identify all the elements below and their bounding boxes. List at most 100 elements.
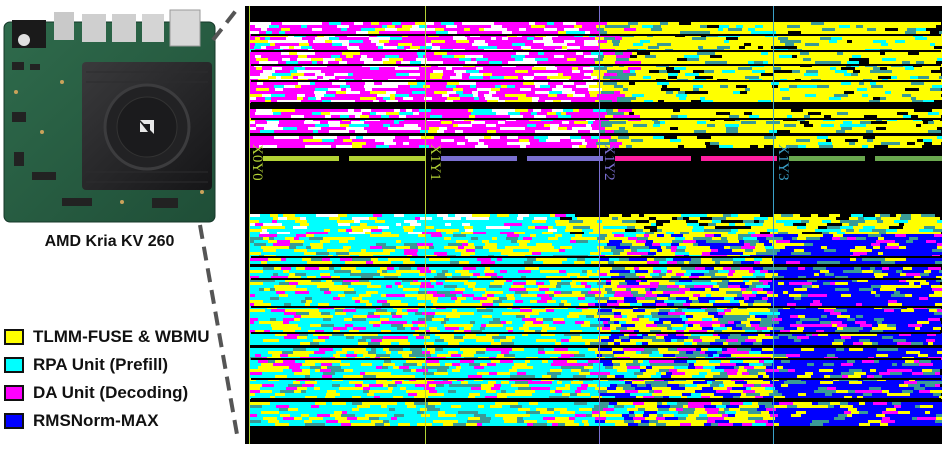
placement-cell (557, 67, 566, 70)
placement-cell (897, 82, 904, 85)
placement-cell (640, 112, 651, 115)
placement-cell (586, 145, 597, 148)
placement-cell (294, 223, 300, 226)
placement-cell (754, 73, 761, 76)
placement-cell (539, 46, 553, 49)
placement-cell (920, 136, 928, 139)
placement-cell (299, 261, 307, 264)
placement-cell (502, 220, 509, 223)
placement-cell (603, 226, 616, 229)
placement-cell (743, 220, 754, 223)
placement-cell (371, 76, 379, 79)
placement-cell (508, 229, 520, 232)
placement-cell (751, 37, 758, 40)
placement-cell (435, 240, 448, 243)
placement-cell (741, 246, 755, 249)
placement-cell (826, 73, 835, 76)
placement-cell (859, 61, 869, 64)
placement-cell (639, 267, 653, 270)
placement-cell (309, 223, 323, 226)
placement-cell (725, 139, 732, 142)
placement-cell (771, 223, 784, 226)
placement-cell (314, 91, 326, 94)
placement-cell (269, 88, 275, 91)
placement-cell (596, 214, 609, 217)
placement-cell (797, 229, 806, 232)
placement-cell (710, 55, 722, 58)
placement-cell (925, 97, 938, 100)
placement-cell (674, 67, 686, 70)
placement-cell (782, 258, 796, 261)
placement-cell (693, 88, 699, 91)
placement-cell (738, 214, 746, 217)
placement-cell (809, 261, 817, 264)
placement-cell (370, 112, 376, 115)
placement-cell (274, 267, 281, 270)
placement-cell (274, 130, 286, 133)
placement-cell (464, 226, 473, 229)
placement-cell (459, 58, 471, 61)
placement-cell (722, 70, 735, 73)
placement-cell (355, 237, 364, 240)
placement-cell (705, 282, 717, 285)
placement-cell (592, 270, 597, 273)
placement-cell (562, 46, 567, 49)
placement-cell (360, 97, 368, 100)
placement-cell (502, 61, 508, 64)
placement-cell (249, 136, 254, 139)
placement-cell (256, 52, 270, 55)
placement-cell (910, 76, 918, 79)
placement-cell (646, 240, 653, 243)
placement-cell (776, 97, 782, 100)
placement-cell (738, 127, 743, 130)
placement-cell (550, 121, 562, 124)
placement-cell (935, 214, 942, 217)
placement-cell (259, 31, 266, 34)
placement-cell (628, 22, 638, 25)
placement-cell (446, 232, 453, 235)
placement-cell (926, 28, 940, 31)
placement-cell (807, 288, 814, 291)
placement-cell (506, 237, 518, 240)
placement-cell (596, 25, 605, 28)
placement-cell (908, 243, 921, 246)
placement-cell (523, 82, 534, 85)
placement-cell (501, 43, 512, 46)
placement-cell (920, 37, 927, 40)
placement-cell (739, 46, 745, 49)
placement-cell (501, 85, 507, 88)
placement-cell (724, 246, 730, 249)
placement-cell (932, 73, 941, 76)
placement-cell (721, 220, 732, 223)
placement-cell (789, 127, 800, 130)
placement-cell (773, 297, 780, 300)
placement-cell (409, 55, 418, 58)
placement-cell (427, 214, 437, 217)
placement-cell (926, 223, 939, 226)
placement-cell (256, 67, 262, 70)
placement-cell (867, 76, 878, 79)
placement-cell (555, 214, 566, 217)
placement-cell (368, 31, 379, 34)
placement-cell (836, 130, 845, 133)
placement-cell (324, 300, 338, 303)
placement-cell (490, 82, 495, 85)
placement-cell (487, 297, 499, 300)
placement-cell (650, 273, 659, 276)
placement-cell (770, 285, 780, 288)
placement-cell (561, 100, 571, 103)
placement-cell (899, 88, 905, 91)
placement-cell (692, 229, 704, 232)
placement-cell (762, 297, 768, 300)
placement-cell (823, 58, 834, 61)
placement-cell (488, 43, 501, 46)
placement-cell (930, 43, 935, 46)
placement-cell (753, 267, 763, 270)
placement-cell (850, 25, 856, 28)
placement-cell (661, 127, 670, 130)
placement-cell (635, 88, 648, 91)
placement-cell (269, 291, 276, 294)
placement-cell (397, 28, 410, 31)
placement-cell (539, 139, 546, 142)
placement-cell (747, 229, 756, 232)
